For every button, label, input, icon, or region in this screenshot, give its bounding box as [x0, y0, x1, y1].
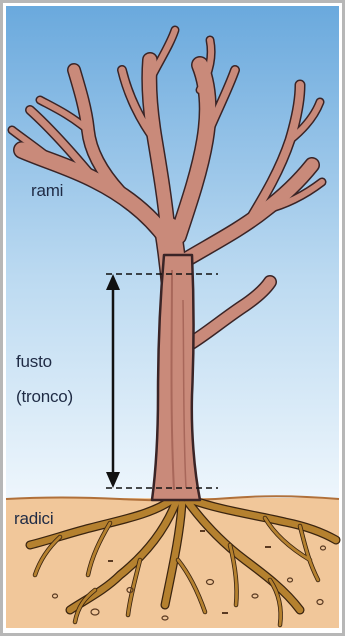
label-trunk: fusto [16, 351, 52, 372]
label-roots: radici [14, 508, 53, 529]
label-trunk-synonym: (tronco) [16, 386, 73, 407]
label-branches: rami [31, 180, 63, 201]
